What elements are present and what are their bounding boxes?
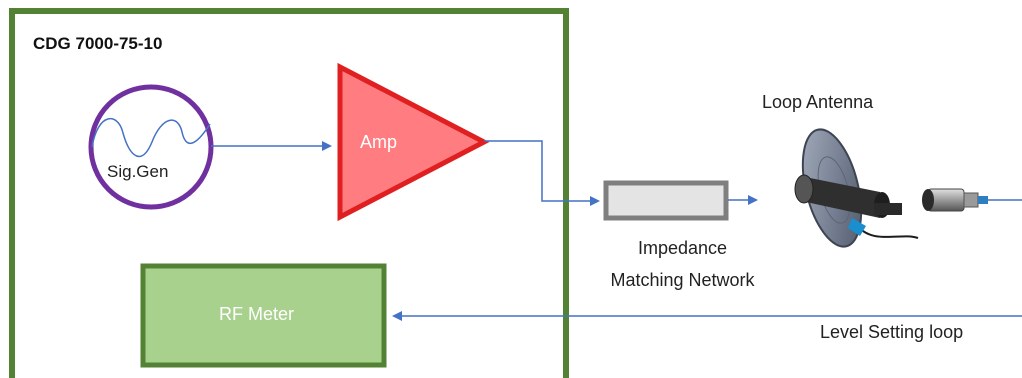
signal-generator-label: Sig.Gen [107,162,169,181]
sine-wave-icon [91,117,211,158]
loop-antenna-image [794,128,988,248]
level-setting-loop-label: Level Setting loop [820,322,964,342]
matching-network-label-line2: Matching Network [610,270,755,290]
system-title: CDG 7000-75-10 [33,34,163,53]
matching-network-label-line1: Impedance [637,238,728,258]
amplifier-label: Amp [360,132,398,152]
loop-antenna-label: Loop Antenna [762,92,874,112]
system-enclosure [9,8,569,378]
signal-generator [88,84,214,210]
rf-meter-label: RF Meter [219,304,295,324]
rf-meter-box [140,263,387,368]
amp-to-network-line [484,140,600,206]
matching-network-box [603,180,729,221]
amplifier-triangle-icon [337,62,490,222]
